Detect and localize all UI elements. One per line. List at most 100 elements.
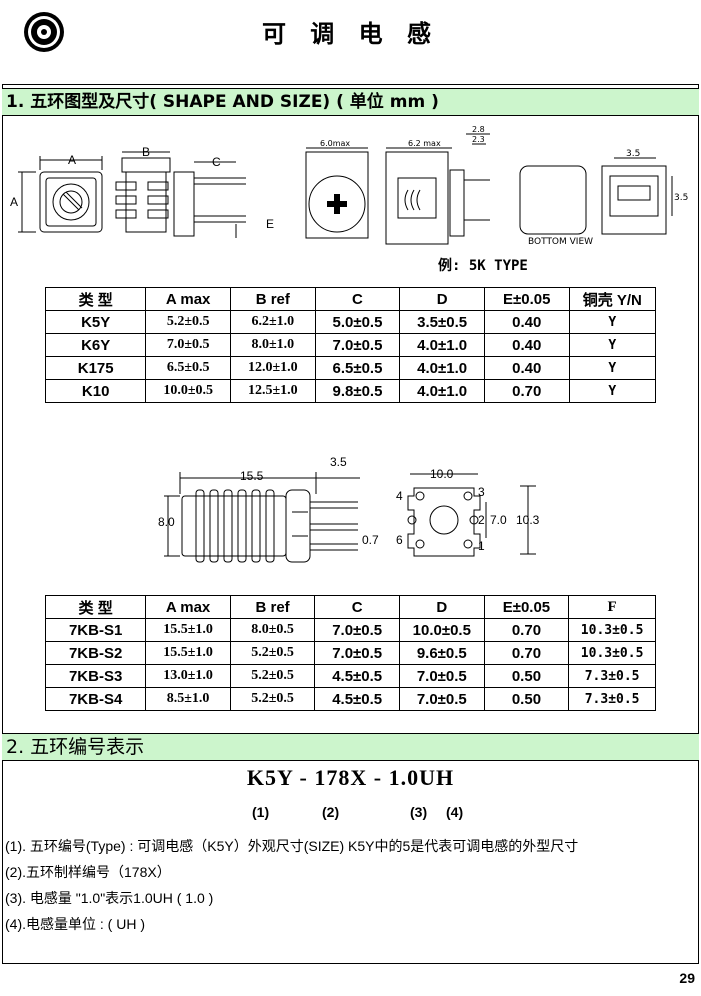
dim-e-label: E	[266, 217, 274, 231]
dim-35-side-label: 3.5	[674, 193, 688, 203]
cell-b: 12.0±1.0	[229, 356, 316, 380]
dim-28-label: 2.8	[472, 125, 485, 134]
col-header-b: B ref	[229, 595, 316, 619]
cell-e: 0.70	[483, 379, 570, 403]
cell-b: 12.5±1.0	[229, 379, 316, 403]
cell-c: 5.0±0.5	[314, 310, 401, 334]
cell-shell: Y	[568, 310, 657, 334]
dim-width-top-label: 6.0max	[320, 139, 350, 148]
dim-lead-label: 3.5	[330, 455, 347, 469]
col-header-c: C	[314, 595, 400, 619]
dim-35-top-label: 3.5	[626, 149, 640, 159]
cell-b: 6.2±1.0	[229, 310, 316, 334]
section-heading-numbering: 2. 五环编号表示	[2, 733, 699, 761]
cell-f: 7.3±0.5	[568, 687, 656, 711]
content-frame	[2, 84, 699, 964]
cell-type: 7KB-S1	[44, 618, 147, 642]
dim-a-side-label: A	[10, 195, 18, 209]
table-row: K10 10.0±0.5 12.5±1.0 9.8±0.5 4.0±1.0 0.…	[44, 379, 657, 403]
col-header-d: D	[399, 287, 485, 311]
dim-h2-label: 10.3	[516, 513, 540, 527]
cell-d: 7.0±0.5	[398, 687, 485, 711]
dim-h1-label: 7.0	[490, 513, 507, 527]
pin-1-label: 1	[478, 539, 485, 553]
col-header-a: A max	[145, 595, 231, 619]
part-number-example: K5Y - 178X - 1.0UH	[246, 765, 455, 790]
table-row: K5Y 5.2±0.5 6.2±1.0 5.0±0.5 3.5±0.5 0.40…	[44, 310, 657, 334]
section-heading-shape-size: 1. 五环图型及尺寸( SHAPE AND SIZE) ( 单位 mm )	[2, 88, 699, 116]
cell-e: 0.40	[483, 356, 570, 380]
dim-c-label: C	[212, 155, 221, 169]
cell-a: 15.5±1.0	[145, 618, 231, 642]
dim-pin-label: 0.7	[362, 533, 379, 547]
cell-c: 9.8±0.5	[314, 379, 401, 403]
cell-a: 6.5±0.5	[145, 356, 231, 380]
dim-height-label: 8.0	[158, 515, 175, 529]
inductor-outline-drawing: A A B C E 6.0max 6.2 max 2.8 2.3 BOTTOM …	[10, 125, 688, 247]
col-header-e: E±0.05	[483, 287, 570, 311]
dim-len-label: 15.5	[240, 469, 264, 483]
part-index-4: (4)	[446, 804, 464, 820]
cell-b: 5.2±0.5	[229, 664, 316, 688]
note-item: (3). 电感量 "1.0"表示1.0UH ( 1.0 )	[5, 890, 214, 906]
cell-type: 7KB-S2	[44, 641, 147, 665]
pin-4-label: 4	[396, 489, 403, 503]
col-header-type: 类 型	[44, 595, 147, 619]
cell-e: 0.50	[483, 687, 570, 711]
cell-c: 4.5±0.5	[314, 687, 400, 711]
table-row: K175 6.5±0.5 12.0±1.0 6.5±0.5 4.0±1.0 0.…	[44, 356, 657, 380]
cell-d: 7.0±0.5	[398, 664, 485, 688]
page-title: 可 调 电 感	[261, 19, 440, 48]
cell-e: 0.40	[483, 333, 570, 357]
cell-f: 10.3±0.5	[568, 641, 656, 665]
cell-a: 13.0±1.0	[145, 664, 231, 688]
col-header-d: D	[398, 595, 485, 619]
col-header-c: C	[314, 287, 401, 311]
dim-width-label: 10.0	[430, 467, 454, 481]
cell-d: 9.6±0.5	[398, 641, 485, 665]
cell-a: 8.5±1.0	[145, 687, 231, 711]
cell-type: K5Y	[44, 310, 147, 334]
cell-a: 5.2±0.5	[145, 310, 231, 334]
pin-2-label: 2	[478, 513, 485, 527]
cell-a: 7.0±0.5	[145, 333, 231, 357]
cell-d: 3.5±0.5	[399, 310, 485, 334]
7kb-inductor-drawing: 15.5 3.5 8.0 0.7 10.0 7.0 10.3 1 2 3 4 6	[158, 455, 540, 563]
cell-shell: Y	[568, 333, 657, 357]
dim-b-label: B	[142, 145, 150, 159]
col-header-b: B ref	[229, 287, 316, 311]
cell-type: 7KB-S3	[44, 664, 147, 688]
dim-a-label: A	[68, 153, 76, 167]
cell-c: 7.0±0.5	[314, 333, 401, 357]
note-item: (4).电感量单位 : ( UH )	[5, 916, 145, 932]
cell-d: 4.0±1.0	[399, 333, 485, 357]
col-header-shell: 铜壳 Y/N	[568, 287, 657, 311]
cell-c: 6.5±0.5	[314, 356, 401, 380]
dim-23-label: 2.3	[472, 135, 485, 144]
cell-e: 0.40	[483, 310, 570, 334]
pin-6-label: 6	[396, 533, 403, 547]
cell-c: 7.0±0.5	[314, 641, 400, 665]
table-row: 7KB-S1 15.5±1.0 8.0±0.5 7.0±0.5 10.0±0.5…	[44, 618, 656, 642]
cell-shell: Y	[568, 379, 657, 403]
cell-e: 0.70	[483, 618, 570, 642]
cell-b: 5.2±0.5	[229, 641, 316, 665]
cell-a: 15.5±1.0	[145, 641, 231, 665]
col-header-a: A max	[145, 287, 231, 311]
table-row: 7KB-S3 13.0±1.0 5.2±0.5 4.5±0.5 7.0±0.5 …	[44, 664, 656, 688]
k-series-spec-table: 类 型 A max B ref C D E±0.05 铜壳 Y/N K5Y 5.…	[44, 287, 657, 403]
cell-type: K6Y	[44, 333, 147, 357]
table-header-row: 类 型 A max B ref C D E±0.05 铜壳 Y/N	[44, 287, 657, 311]
note-item: (1). 五环编号(Type) : 可调电感（K5Y）外观尺寸(SIZE) K5…	[5, 838, 579, 854]
cell-type: K175	[44, 356, 147, 380]
table-row: 7KB-S2 15.5±1.0 5.2±0.5 7.0±0.5 9.6±0.5 …	[44, 641, 656, 665]
table-header-row: 类 型 A max B ref C D E±0.05 F	[44, 595, 656, 619]
col-header-f: F	[568, 595, 656, 619]
pin-3-label: 3	[478, 485, 485, 499]
cell-f: 10.3±0.5	[568, 618, 656, 642]
col-header-e: E±0.05	[483, 595, 570, 619]
cell-a: 10.0±0.5	[145, 379, 231, 403]
part-index-3: (3)	[410, 804, 428, 820]
cell-type: K10	[44, 379, 147, 403]
cell-d: 4.0±1.0	[399, 379, 485, 403]
